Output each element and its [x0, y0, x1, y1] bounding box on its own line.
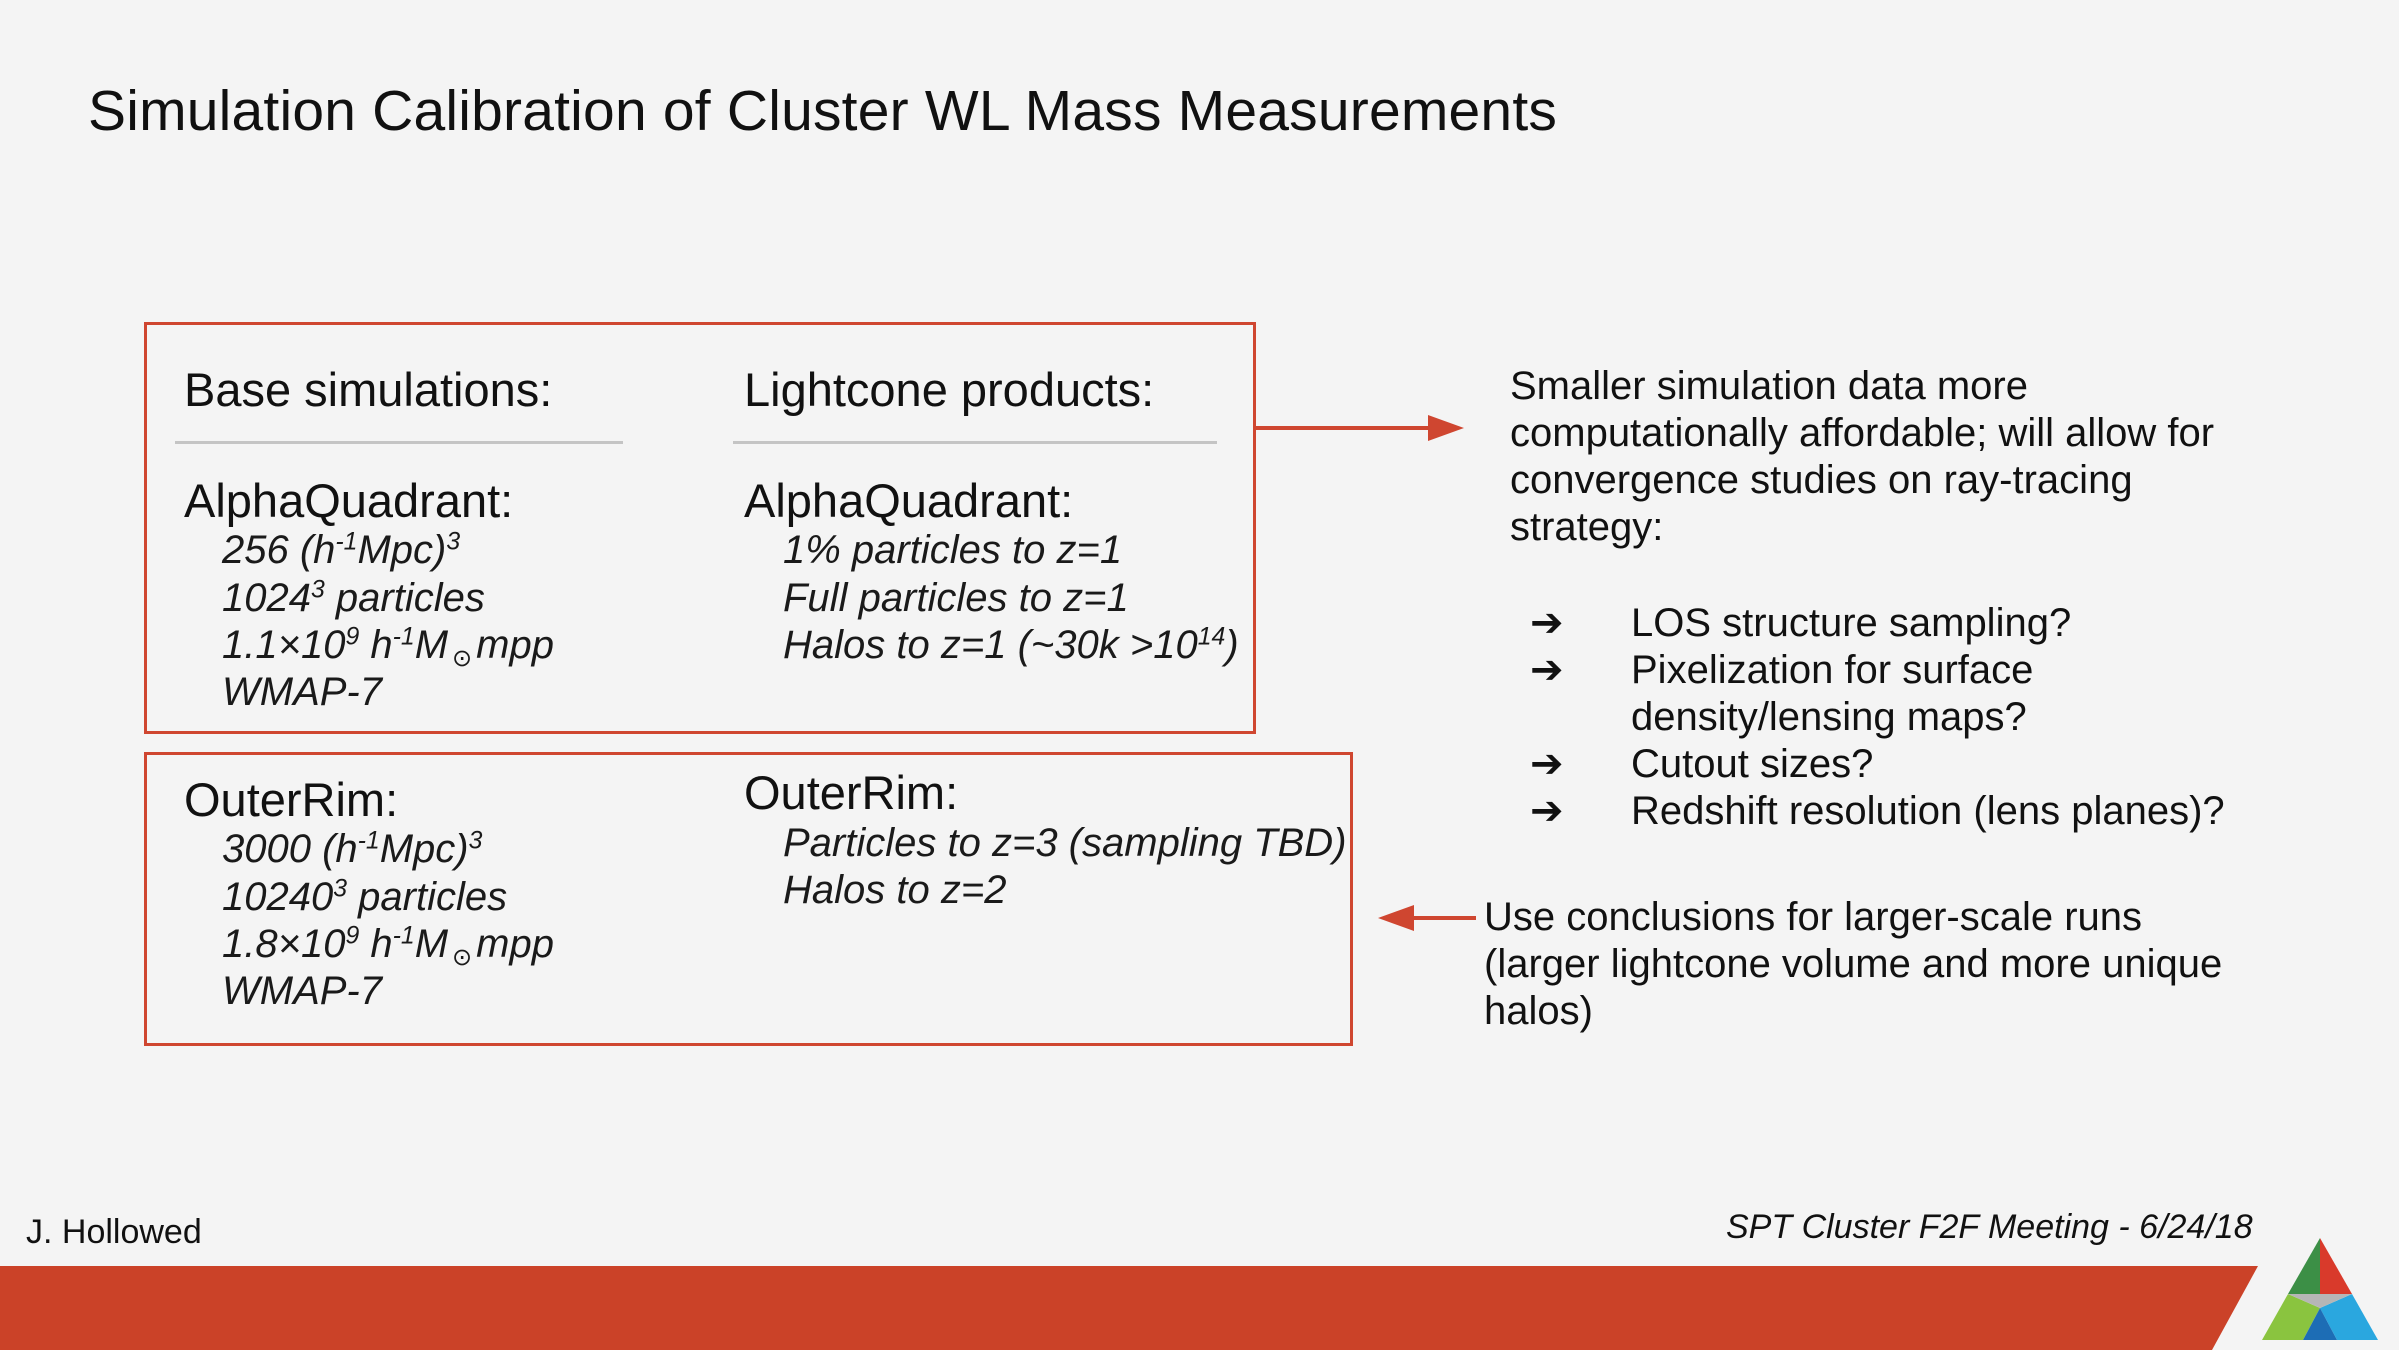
right-panel-intro: Smaller simulation data more computation…: [1510, 364, 2215, 549]
alphaquadrant-particle-count: 10243 particles: [222, 576, 485, 620]
outerrim-particle-mass: 1.8×109 h-1M⊙mpp: [222, 922, 554, 972]
lightcone-particles-full: Full particles to z=1: [783, 576, 1129, 620]
outerrim-cosmology: WMAP-7: [222, 969, 382, 1013]
outerrim-box-size: 3000 (h-1Mpc)3: [222, 827, 483, 871]
outerrim-lightcone-halos: Halos to z=2: [783, 868, 1007, 912]
footer-bar: [0, 1266, 2258, 1350]
lightcone-particles-1pct: 1% particles to z=1: [783, 528, 1123, 572]
solar-symbol: ⊙: [452, 645, 473, 673]
right-panel-conclusion: Use conclusions for larger-scale runs (l…: [1484, 895, 2223, 1033]
base-simulations-box: [144, 322, 1256, 734]
bullet-pixelization: Pixelization for surface density/lensing…: [1631, 648, 2034, 739]
bullet-cutout-sizes: Cutout sizes?: [1631, 742, 1874, 786]
bullet-redshift-resolution: Redshift resolution (lens planes)?: [1631, 789, 2225, 833]
bullet-arrow-icon: ➔: [1530, 601, 1564, 645]
alphaquadrant-lightcone-label: AlphaQuadrant:: [744, 474, 1074, 527]
slide-title: Simulation Calibration of Cluster WL Mas…: [88, 79, 1558, 143]
outerrim-lightcone-label: OuterRim:: [744, 766, 959, 819]
right-arrow-icon: [1254, 415, 1464, 441]
outerrim-box: [144, 752, 1353, 1046]
outerrim-particle-count: 102403 particles: [222, 875, 508, 919]
right-heading-divider: [733, 441, 1217, 444]
alphaquadrant-base-label: AlphaQuadrant:: [184, 474, 514, 527]
bullet-arrow-icon: ➔: [1530, 648, 1564, 692]
alphaquadrant-particle-mass: 1.1×109 h-1M⊙mpp: [222, 623, 554, 673]
left-heading-divider: [175, 441, 623, 444]
outerrim-base-label: OuterRim:: [184, 773, 399, 826]
solar-symbol: ⊙: [452, 944, 473, 972]
footer-meeting: SPT Cluster F2F Meeting - 6/24/18: [1726, 1208, 2253, 1246]
alphaquadrant-cosmology: WMAP-7: [222, 670, 382, 714]
lightcone-products-heading: Lightcone products:: [744, 363, 1155, 416]
lightcone-halos: Halos to z=1 (~30k >1014): [783, 623, 1239, 667]
left-arrow-icon: [1378, 905, 1476, 931]
argonne-logo-icon: [2262, 1238, 2378, 1340]
base-simulations-heading: Base simulations:: [184, 363, 553, 416]
alphaquadrant-box-size: 256 (h-1Mpc)3: [222, 528, 461, 572]
outerrim-lightcone-particles: Particles to z=3 (sampling TBD): [783, 821, 1347, 865]
bullet-arrow-icon: ➔: [1530, 742, 1564, 786]
bullet-arrow-icon: ➔: [1530, 789, 1564, 833]
footer-author: J. Hollowed: [26, 1213, 202, 1251]
bullet-los-sampling: LOS structure sampling?: [1631, 601, 2072, 645]
